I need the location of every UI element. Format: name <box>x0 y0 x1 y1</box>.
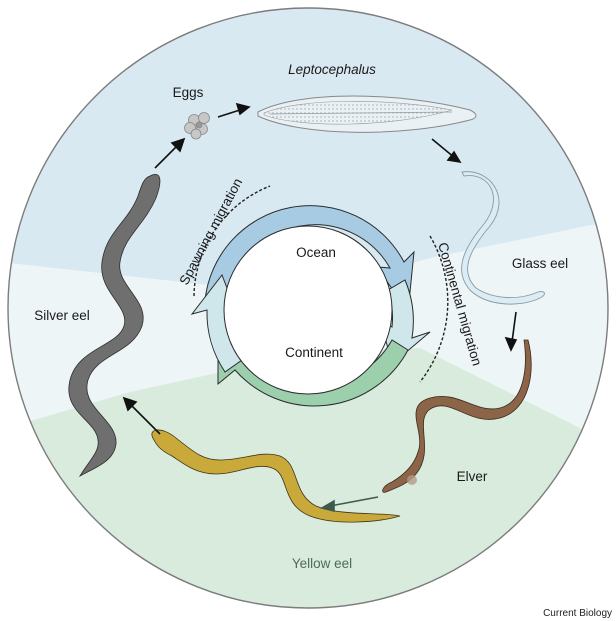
outer-circle <box>7 7 609 609</box>
eggs-label: Eggs <box>173 85 204 100</box>
eggs-icon <box>184 112 210 140</box>
leptocephalus-label: Leptocephalus <box>288 62 376 77</box>
ocean-label: Ocean <box>296 245 336 260</box>
yellow-eel-icon <box>151 429 401 523</box>
elver-to-yellow-arrow <box>319 496 379 513</box>
leptocephalus-icon <box>257 95 477 133</box>
continent-band <box>8 348 608 608</box>
stage-arrows <box>122 102 518 435</box>
continental-dashed-arc <box>419 235 449 383</box>
elver-label: Elver <box>457 469 488 484</box>
yellow-eel-label: Yellow eel <box>292 556 352 571</box>
inner-circle <box>223 225 393 395</box>
elver-yolk-icon <box>407 475 417 485</box>
silver-eel-icon <box>68 174 161 478</box>
glass-eel-icon <box>461 171 545 305</box>
silver-eel-label: Silver eel <box>34 308 90 323</box>
ocean-band <box>8 8 608 295</box>
credit-label: Current Biology <box>543 608 612 619</box>
elver-icon <box>382 339 532 493</box>
spawning-dashed-arc <box>193 185 271 297</box>
continent-label: Continent <box>285 345 343 360</box>
glass-eel-label: Glass eel <box>512 256 568 271</box>
